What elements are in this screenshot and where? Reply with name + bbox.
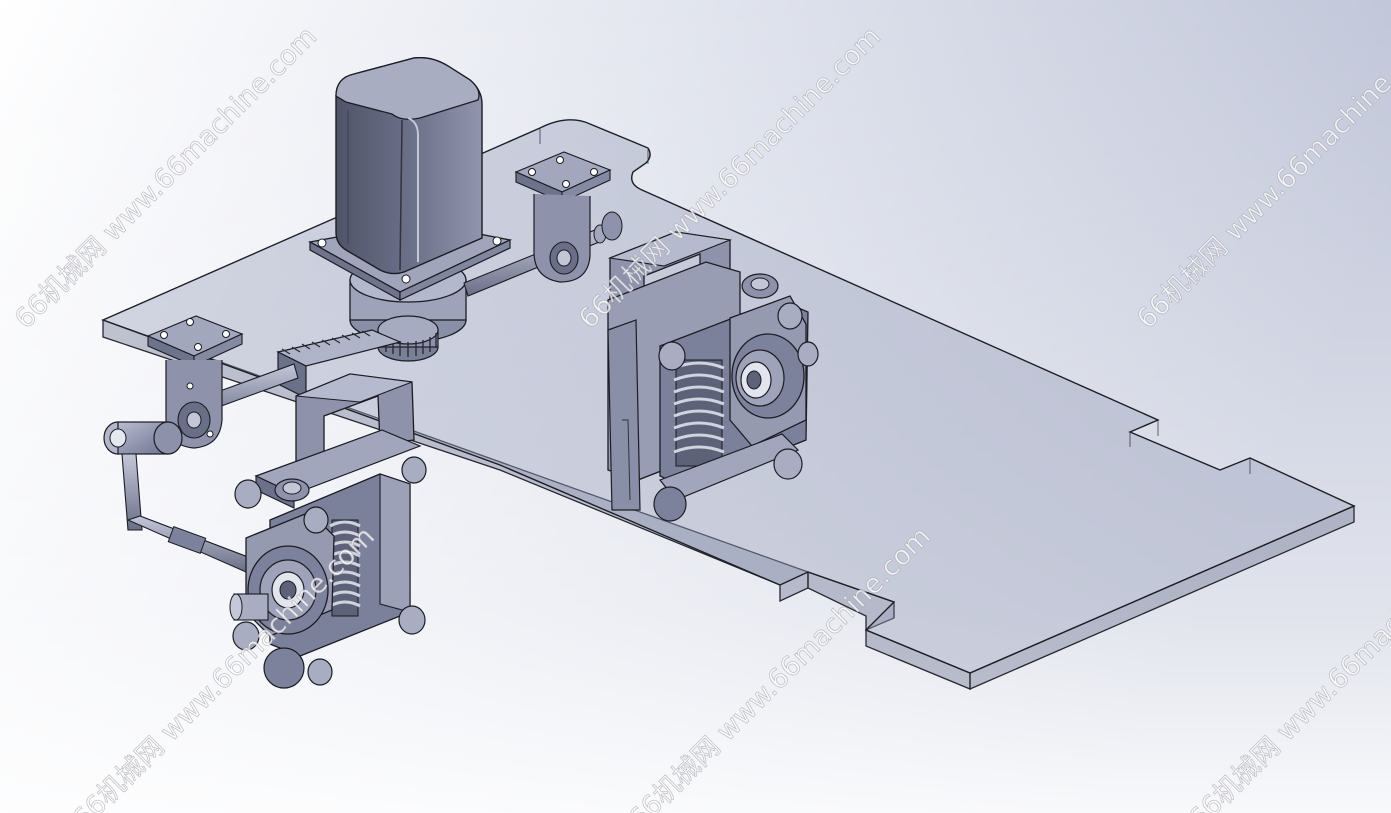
compression-spring-left xyxy=(329,519,361,617)
clamp-assembly-right xyxy=(607,231,819,522)
bearing-bracket-left xyxy=(146,315,244,449)
stepper-motor xyxy=(308,56,513,362)
compression-spring-right xyxy=(673,359,725,467)
clamp-assembly-left xyxy=(229,373,427,689)
bolt-heads-right xyxy=(653,273,819,522)
bearing-bracket-upper xyxy=(514,151,623,283)
bolt-heads-left xyxy=(232,456,427,689)
